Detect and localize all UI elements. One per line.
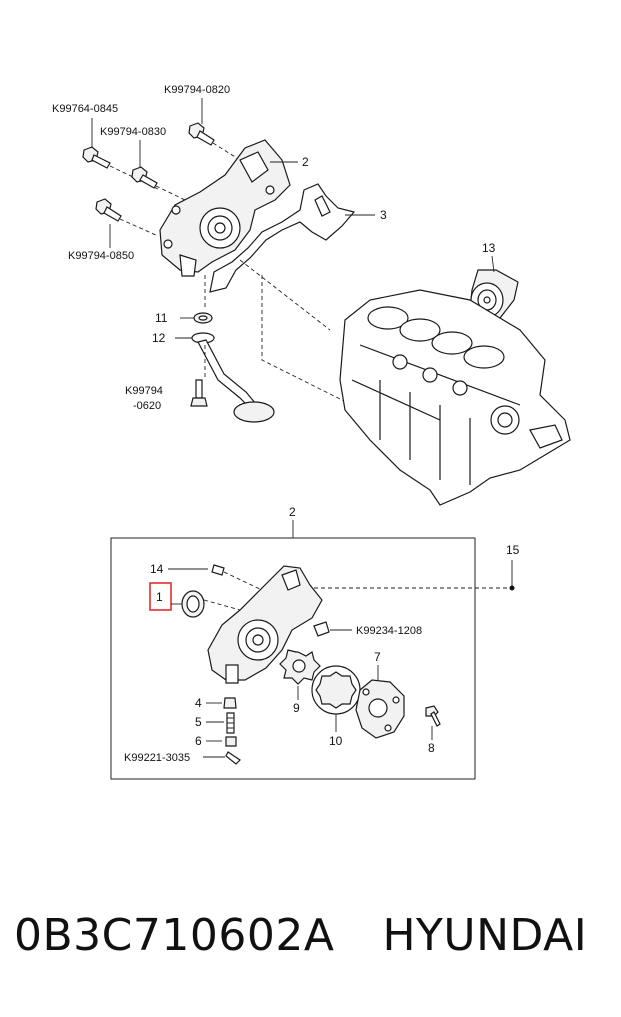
product-caption: 0B3C710602A HYUNDAI bbox=[14, 910, 614, 961]
screw-part-8: 8 bbox=[425, 705, 441, 755]
pump-detail-box: 2 15 14 1 bbox=[110, 505, 520, 780]
bolt-k99764-0845 bbox=[82, 118, 161, 191]
part-6-plunger bbox=[225, 736, 237, 747]
part-k99234-1208: K99234-1208 bbox=[313, 621, 422, 637]
label-part-6: 6 bbox=[195, 734, 202, 748]
oil-pickup-tube: 12 bbox=[152, 331, 275, 423]
oil-pump-body bbox=[159, 139, 291, 277]
inner-rotor-part-9: 9 bbox=[279, 649, 321, 715]
oil-pickup-washer: 11 bbox=[155, 311, 213, 325]
label-part-9: 9 bbox=[293, 701, 300, 715]
label-k99794-0620-line2: -0620 bbox=[133, 400, 161, 412]
label-k99221-3035: K99221-3035 bbox=[124, 752, 190, 764]
label-part-13: 13 bbox=[482, 241, 496, 255]
label-k99794-0820: K99794-0820 bbox=[164, 84, 230, 96]
label-k99234-1208: K99234-1208 bbox=[356, 625, 422, 637]
bolt-k99794-0820 bbox=[188, 98, 241, 161]
pump-cover-part-7: 7 bbox=[355, 650, 405, 739]
outer-rotor-part-10: 10 bbox=[311, 665, 361, 748]
label-part-4: 4 bbox=[195, 696, 202, 710]
label-k99794-0850: K99794-0850 bbox=[68, 250, 134, 262]
label-part-10: 10 bbox=[329, 734, 343, 748]
highlight-box-part-1 bbox=[149, 582, 172, 611]
bolt-k99794-0620: K99794 -0620 bbox=[125, 379, 208, 412]
part-4-plug bbox=[223, 697, 237, 709]
label-part-8: 8 bbox=[428, 741, 435, 755]
part-15-pin bbox=[509, 585, 515, 591]
oil-seal-part-1 bbox=[181, 590, 241, 618]
engine-block bbox=[339, 289, 571, 506]
label-part-2: 2 bbox=[302, 155, 309, 169]
part-k99221-3035 bbox=[225, 751, 241, 765]
label-part-12: 12 bbox=[152, 331, 166, 345]
label-part-15: 15 bbox=[506, 543, 520, 557]
label-part-2-detail: 2 bbox=[289, 505, 296, 519]
label-part-11: 11 bbox=[155, 311, 168, 325]
brand-name: HYUNDAI bbox=[382, 910, 588, 961]
bolt-k99794-0830 bbox=[131, 140, 186, 201]
label-part-7: 7 bbox=[374, 650, 381, 664]
pump-gasket bbox=[209, 183, 356, 293]
label-k99794-0830: K99794-0830 bbox=[100, 126, 166, 138]
part-number: 0B3C710602A bbox=[14, 910, 335, 961]
bolt-k99794-0850 bbox=[95, 198, 159, 248]
label-k99794-0620-line1: K99794 bbox=[125, 385, 163, 397]
label-part-5: 5 bbox=[195, 715, 202, 729]
upper-exploded-view: K99764-0845 K99794-0820 K99794-0830 K997… bbox=[52, 84, 571, 506]
pump-body-detail bbox=[207, 565, 323, 684]
part-14-pin bbox=[211, 564, 263, 591]
label-part-3: 3 bbox=[380, 208, 387, 222]
label-k99764-0845: K99764-0845 bbox=[52, 103, 118, 115]
label-part-1: 1 bbox=[156, 590, 163, 604]
label-part-14: 14 bbox=[150, 562, 164, 576]
